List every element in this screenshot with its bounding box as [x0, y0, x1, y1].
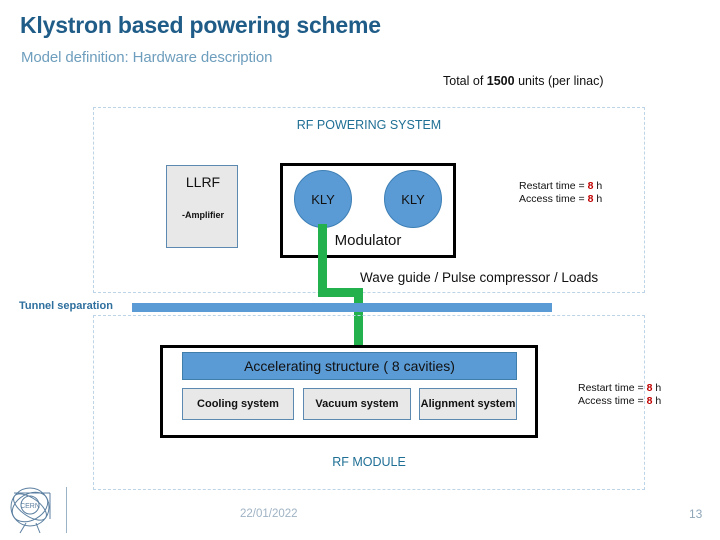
restart-time-top: Restart time = 8 h: [519, 180, 602, 193]
access-time-bottom: Access time = 8 h: [578, 395, 661, 408]
waveguide-connector-vertical-lower: [354, 288, 363, 350]
tunnel-separation-bar: [132, 303, 552, 312]
rf-module-region: [93, 315, 645, 490]
waveguide-label: Wave guide / Pulse compressor / Loads: [360, 270, 599, 285]
rf-powering-system-caption: RF POWERING SYSTEM: [296, 118, 442, 132]
total-units-value: 1500: [486, 74, 515, 88]
waveguide-connector-horizontal: [318, 288, 363, 297]
access-time-top-unit: h: [593, 193, 603, 205]
tunnel-separation-label: Tunnel separation: [19, 300, 113, 312]
access-time-top: Access time = 8 h: [519, 193, 602, 206]
restart-time-bottom-label: Restart time =: [578, 382, 647, 394]
subsystem-box-cooling[interactable]: Cooling system: [182, 388, 294, 420]
subsystem-box-alignment[interactable]: Alignment system: [419, 388, 517, 420]
access-time-top-value: 8: [587, 193, 594, 205]
llrf-box[interactable]: LLRF -Amplifier: [166, 165, 238, 248]
restart-time-top-value: 8: [587, 180, 594, 192]
total-units-suffix: units (per linac): [514, 74, 604, 88]
access-time-top-label: Access time =: [519, 193, 588, 205]
footer-date: 22/01/2022: [240, 508, 298, 520]
page-title: Klystron based powering scheme: [20, 12, 381, 38]
footer-page-number: 13: [689, 507, 703, 521]
access-time-bottom-unit: h: [652, 395, 662, 407]
llrf-title: LLRF: [185, 174, 221, 190]
rf-module-caption: RF MODULE: [332, 455, 406, 469]
modulator-label: Modulator: [334, 232, 402, 249]
klystron-circle-1[interactable]: KLY: [294, 170, 352, 228]
waveguide-connector-vertical-upper: [318, 224, 327, 297]
access-time-bottom-label: Access time =: [578, 395, 647, 407]
klystron-circle-2[interactable]: KLY: [384, 170, 442, 228]
svg-text:CERN: CERN: [20, 503, 40, 510]
total-units-prefix: Total of: [443, 74, 487, 88]
total-units-note: Total of 1500 units (per linac): [443, 74, 604, 88]
restart-time-bottom-value: 8: [646, 382, 653, 394]
rf-module-time-labels: Restart time = 8 h Access time = 8 h: [578, 382, 661, 408]
accelerating-structure-bar[interactable]: Accelerating structure ( 8 cavities): [182, 352, 517, 380]
llrf-subtitle: -Amplifier: [181, 210, 224, 220]
restart-time-top-label: Restart time =: [519, 180, 588, 192]
rf-powering-time-labels: Restart time = 8 h Access time = 8 h: [519, 180, 602, 206]
restart-time-bottom-unit: h: [652, 382, 662, 394]
subsystem-box-vacuum[interactable]: Vacuum system: [303, 388, 411, 420]
footer-divider: [66, 487, 67, 533]
access-time-bottom-value: 8: [646, 395, 653, 407]
restart-time-bottom: Restart time = 8 h: [578, 382, 661, 395]
page-subtitle: Model definition: Hardware description: [21, 49, 273, 66]
cern-logo-icon: CERN: [6, 483, 58, 535]
restart-time-top-unit: h: [593, 180, 603, 192]
rf-powering-system-region: [93, 107, 645, 293]
